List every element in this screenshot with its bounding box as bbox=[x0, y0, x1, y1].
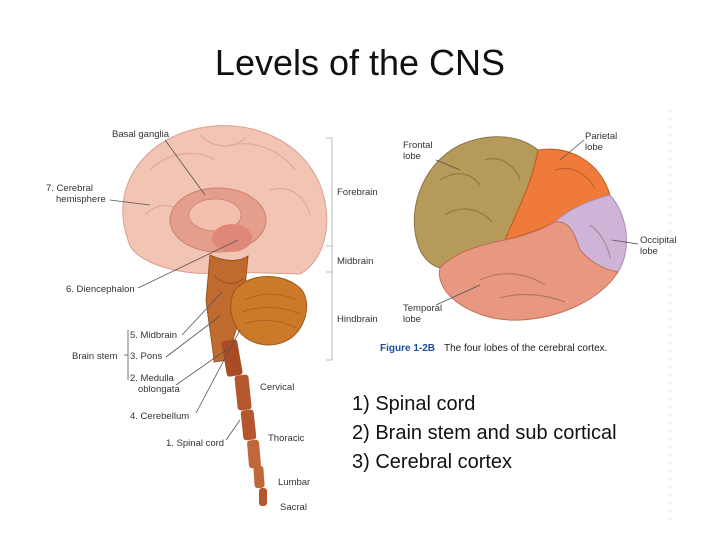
label-temporal-1: Temporal bbox=[403, 303, 442, 314]
label-cerebral-hemisphere-2: hemisphere bbox=[56, 194, 106, 205]
label-medulla-1: 2. Medulla bbox=[130, 373, 175, 384]
label-lumbar: Lumbar bbox=[278, 477, 310, 488]
cerebellum-shape bbox=[230, 276, 307, 346]
label-medulla-2: oblongata bbox=[138, 384, 180, 395]
lobes-illustration: Frontal lobe Parietal lobe Occipital lob… bbox=[380, 131, 676, 354]
cns-levels-list: 1) Spinal cord 2) Brain stem and sub cor… bbox=[352, 390, 617, 477]
slide-title: Levels of the CNS bbox=[214, 42, 506, 83]
figure-caption-number: Figure 1-2B bbox=[380, 343, 435, 354]
label-frontal-2: lobe bbox=[403, 151, 421, 162]
label-hindbrain: Hindbrain bbox=[337, 314, 378, 325]
label-spinal-cord: 1. Spinal cord bbox=[166, 438, 224, 449]
label-temporal-2: lobe bbox=[403, 314, 421, 325]
list-item: 3) Cerebral cortex bbox=[352, 451, 513, 473]
brainstem-shape bbox=[205, 254, 249, 363]
label-thoracic: Thoracic bbox=[268, 433, 305, 444]
label-parietal-1: Parietal bbox=[585, 131, 617, 142]
label-pons: 3. Pons bbox=[130, 351, 162, 362]
sagittal-brain-illustration: Basal ganglia 7. Cerebral hemisphere 6. … bbox=[46, 125, 378, 513]
label-forebrain: Forebrain bbox=[337, 187, 378, 198]
label-parietal-2: lobe bbox=[585, 142, 603, 153]
label-diencephalon: 6. Diencephalon bbox=[66, 284, 135, 295]
label-frontal-1: Frontal bbox=[403, 140, 433, 151]
label-sacral: Sacral bbox=[280, 502, 307, 513]
label-cerebellum: 4. Cerebellum bbox=[130, 411, 189, 422]
spinal-cord-shape bbox=[221, 339, 267, 506]
label-cervical: Cervical bbox=[260, 382, 294, 393]
figure-caption-text: The four lobes of the cerebral cortex. bbox=[444, 343, 607, 354]
label-occipital-2: lobe bbox=[640, 246, 658, 257]
label-midbrain: Midbrain bbox=[337, 256, 373, 267]
label-midbrain-num: 5. Midbrain bbox=[130, 330, 177, 341]
label-basal-ganglia: Basal ganglia bbox=[112, 129, 170, 140]
label-occipital-1: Occipital bbox=[640, 235, 676, 246]
list-item: 1) Spinal cord bbox=[352, 393, 476, 415]
label-cerebral-hemisphere-1: 7. Cerebral bbox=[46, 183, 93, 194]
label-brain-stem: Brain stem bbox=[72, 351, 117, 362]
list-item: 2) Brain stem and sub cortical bbox=[352, 422, 617, 444]
